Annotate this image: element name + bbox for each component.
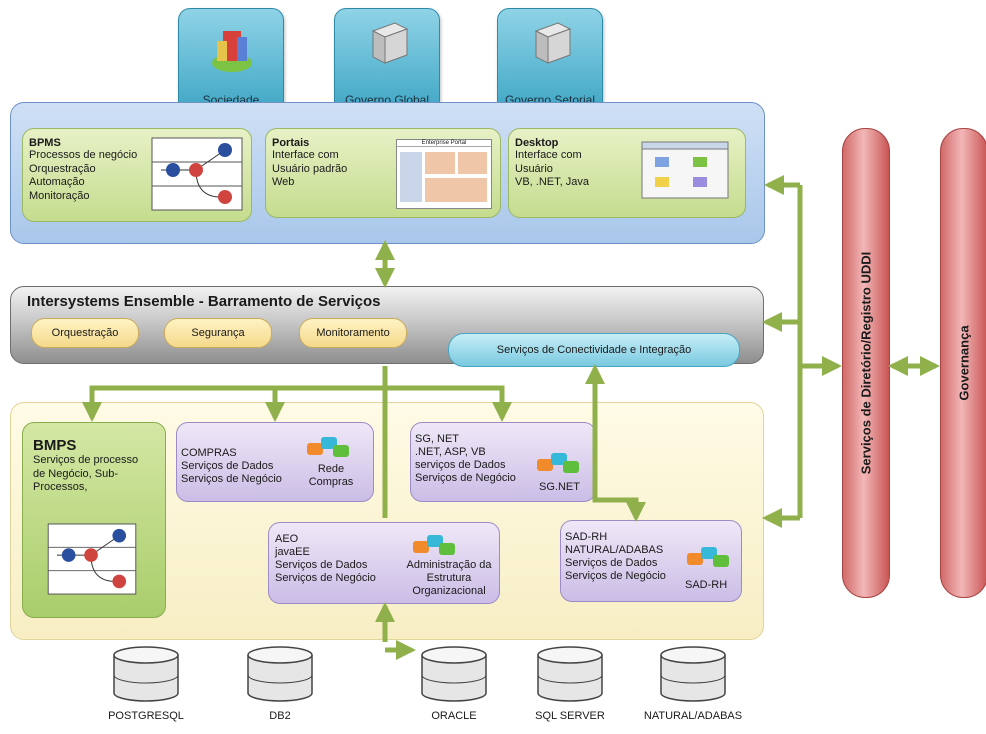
sadrh-line: SAD-RH [565,531,608,543]
arrow-bus-bmps [82,366,388,422]
bmps-box: BMPS Serviços de processo de Negócio, Su… [22,422,166,618]
portais-line: Interface com [272,149,339,161]
sgnet-line: Serviços de Negócio [415,472,516,484]
db-label: DB2 [269,710,291,722]
server-icon [371,22,409,64]
aeo-side: Estrutura [426,572,472,584]
service-bus: Intersystems Ensemble - Barramento de Se… [10,286,764,364]
portais-box: Portais Interface com Usuário padrão Web… [265,128,501,218]
pill-seguranca: Segurança [164,318,272,348]
bpms-box: BPMS Processos de negócio Orquestração A… [22,128,252,222]
desktop-line: Usuário [515,162,553,175]
compras-side: Compras [308,476,354,488]
bpms-title: BPMS [29,137,61,149]
portal-thumbnail: Enterprise Portal [396,139,492,209]
compras-line: COMPRAS [181,447,237,459]
pill-monitoramento: Monitoramento [299,318,407,348]
society-icon [212,31,252,72]
portais-title: Portais [272,137,310,149]
server-icon [534,22,572,64]
bpms-line: Orquestração [29,162,96,175]
db-db2: DB2 [240,645,320,722]
uddi-bar: Serviços de Diretório/Registro UDDI [842,128,890,598]
connectivity-pill: Serviços de Conectividade e Integração [448,333,740,367]
database-icon [113,646,179,702]
compras-line: Serviços de Dados [181,460,274,472]
process-flow-icon [151,137,243,211]
database-icon [421,646,487,702]
db-label: POSTGRESQL [108,710,184,722]
service-cubes-icon [413,535,455,555]
aeo-line: AEO [275,533,299,545]
arrow-conn-sadrh [585,364,646,522]
aeo-line: javaEE [275,546,310,558]
process-flow-icon [47,523,137,595]
db-label: ORACLE [431,710,477,722]
portal-thumbnail-title: Enterprise Portal [397,140,491,147]
sgnet-box: SG, NET .NET, ASP, VB serviços de Dados … [410,422,596,502]
desktop-box: Desktop Interface com Usuário VB, .NET, … [508,128,746,218]
bmps-line: Serviços de processo [33,454,139,466]
sgnet-side: SG.NET [539,481,580,493]
db-sqlserver: SQL SERVER [530,645,610,722]
database-icon [660,646,726,702]
sgnet-line: serviços de Dados [415,459,506,471]
bpms-line: Automação [29,176,85,188]
bpms-line: Monitoração [29,189,90,202]
pill-orquestracao: Orquestração [31,318,139,348]
tile-governo-setorial: Governo Setorial [497,8,603,114]
desktop-window-icon [641,141,729,199]
aeo-side: Organizacional [412,585,486,597]
portais-line: Usuário padrão [272,162,348,175]
db-oracle: ORACLE [414,645,494,722]
sgnet-line: SG, NET [415,433,460,445]
desktop-line: Interface com [515,149,582,161]
sadrh-line: Serviços de Negócio [565,570,666,582]
bmps-line: de Negócio, Sub- [33,467,118,480]
bmps-line: Processos, [33,481,88,493]
compras-side: Rede [317,463,345,475]
arrow-bus-sgnet [385,385,512,422]
db-postgresql: POSTGRESQL [106,645,186,722]
compras-line: Serviços de Negócio [181,473,282,485]
aeo-line: Serviços de Negócio [275,572,376,584]
desktop-line: VB, .NET, Java [515,176,589,188]
governanca-bar: Governança [940,128,986,598]
service-cubes-icon [537,453,579,473]
db-natural-adabas: NATURAL/ADABAS [638,645,748,722]
sgnet-line: .NET, ASP, VB [415,446,486,458]
sadrh-box: SAD-RH NATURAL/ADABAS Serviços de Dados … [560,520,742,602]
service-cubes-icon [687,547,729,567]
desktop-title: Desktop [515,137,559,149]
db-label: SQL SERVER [535,710,605,722]
aeo-side: Administração da [406,559,492,571]
database-icon [537,646,603,702]
aeo-line: Serviços de Dados [275,559,368,571]
db-label: NATURAL/ADABAS [643,710,743,722]
database-icon [247,646,313,702]
sadrh-line: NATURAL/ADABAS [565,544,664,556]
aeo-box: AEO javaEE Serviços de Dados Serviços de… [268,522,500,604]
portais-line: Web [272,176,295,188]
sadrh-side: SAD-RH [685,579,728,591]
bpms-line: Processos de negócio [29,149,138,161]
compras-box: COMPRAS Serviços de Dados Serviços de Ne… [176,422,374,502]
sadrh-line: Serviços de Dados [565,557,658,569]
service-cubes-icon [307,437,349,457]
bus-title: Intersystems Ensemble - Barramento de Se… [27,293,381,310]
bmps-title: BMPS [33,437,77,454]
tile-sociedade: Sociedade [178,8,284,114]
